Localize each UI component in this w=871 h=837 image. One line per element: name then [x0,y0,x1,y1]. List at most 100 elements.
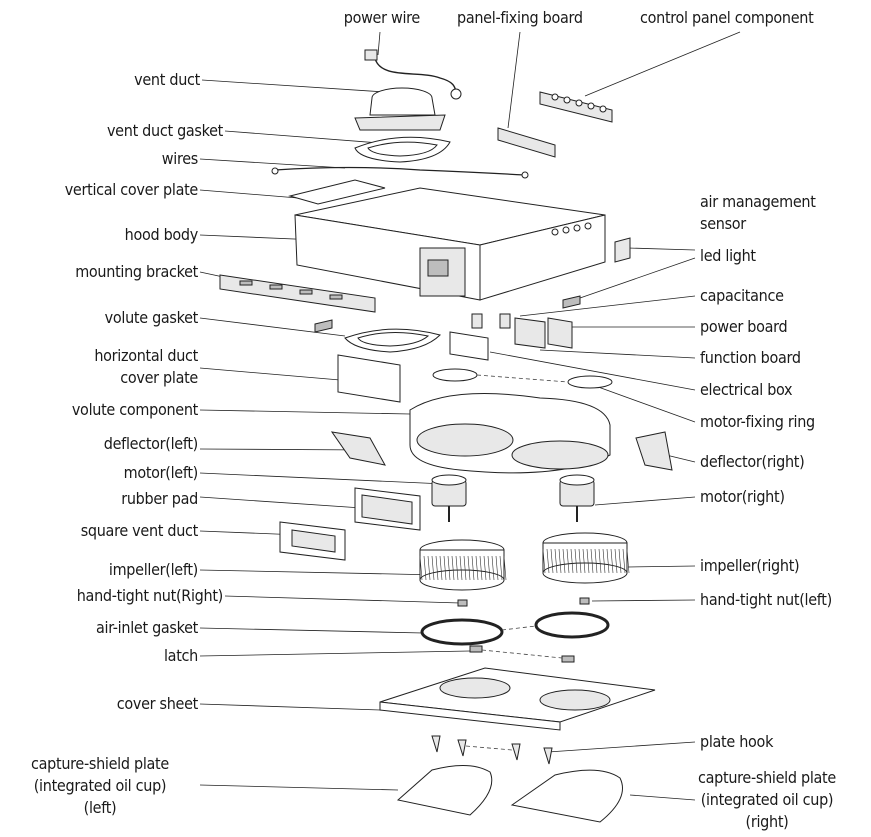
impeller-fin [455,555,459,581]
label-motor-right: motor(right) [700,487,785,506]
label-impeller-right: impeller(right) [700,556,800,575]
impeller-fin [471,555,475,581]
label-power-wire: power wire [343,8,421,27]
impeller-fin [479,555,483,581]
label-capacitance: capacitance [700,286,784,305]
label-capture-shield-left-line1: capture-shield plate [31,754,169,773]
label-vertical-cover-plate: vertical cover plate [64,180,199,199]
impeller-fin [467,555,471,581]
label-power-board: power board [700,317,788,336]
motor-left-drawing [431,474,467,522]
impeller-fin [598,548,602,574]
leader-lines [199,31,741,801]
label-hand-tight-nut-left: hand-tight nut(left) [700,590,832,609]
impeller-fin [546,548,550,574]
label-electrical-box: electrical box [700,380,793,399]
impeller-fin [503,555,507,581]
impeller-left-drawing [419,539,507,591]
impeller-fin [590,548,594,574]
capture-shield-left-drawing [396,765,493,816]
vent-duct-drawing [354,87,446,131]
mounting-bracket-drawing [219,274,376,313]
label-wires: wires [161,149,199,168]
impeller-fin [614,548,618,574]
capture-shield-right-drawing [510,769,623,823]
label-impeller-left: impeller(left) [108,560,198,579]
label-horizontal-duct-line1: horizontal duct [94,346,198,365]
impeller-fin [475,555,479,581]
led-light-drawing [314,295,581,333]
label-deflector-right: deflector(right) [700,452,805,471]
label-volute-component: volute component [71,400,198,419]
motor-fixing-ring-drawing [432,368,613,389]
wires-drawing [271,166,529,179]
impeller-right-drawing [542,532,630,584]
impeller-fin [586,548,590,574]
label-horizontal-duct-line2: cover plate [120,368,198,387]
label-volute-gasket: volute gasket [104,308,199,327]
impeller-fin [562,548,566,574]
label-vent-duct: vent duct [134,70,200,89]
air-inlet-gasket-drawing [420,611,610,646]
label-capture-shield-left-line2: (integrated oil cup) [33,776,167,795]
label-square-vent-duct: square vent duct [80,521,199,540]
impeller-fin [618,548,622,574]
impeller-fin [570,548,574,574]
deflector-left-drawing [330,431,386,466]
cover-sheet-drawing [379,667,656,731]
impeller-fin [622,548,626,574]
impeller-fin [499,555,503,581]
impeller-fin [542,548,546,574]
impeller-fin [606,548,610,574]
impeller-fin [459,555,463,581]
vertical-cover-plate-drawing [288,179,386,205]
volute-component-drawing [409,393,611,474]
volute-gasket-drawing [344,328,441,353]
label-function-board: function board [700,348,801,367]
impeller-fin [427,555,431,581]
impeller-fin [491,555,495,581]
impeller-fin [495,555,499,581]
impeller-fin [558,548,562,574]
impeller-fin [610,548,614,574]
label-control-panel-component: control panel component [640,8,814,27]
electrical-components-drawing [449,313,573,361]
label-panel-fixing-board: panel-fixing board [457,8,583,27]
label-capture-shield-right-line1: capture-shield plate [698,768,836,787]
plate-hook-drawing [431,735,553,765]
label-air-inlet-gasket: air-inlet gasket [95,618,198,637]
label-motor-left: motor(left) [123,463,199,482]
label-deflector-left: deflector(left) [103,434,199,453]
impeller-fin [574,548,578,574]
impeller-fin [582,548,586,574]
impeller-fin [594,548,598,574]
impeller-fin [451,555,455,581]
label-rubber-pad: rubber pad [121,489,198,508]
label-hand-tight-nut-right: hand-tight nut(Right) [76,586,224,605]
impeller-fin [626,548,630,574]
label-led-light: led light [700,246,756,265]
impeller-fin [463,555,467,581]
label-latch: latch [163,646,198,665]
label-cover-sheet: cover sheet [116,694,199,713]
label-hood-body: hood body [124,225,199,244]
air-management-sensor-drawing [614,237,631,263]
impeller-fin [423,555,427,581]
impeller-fin [550,548,554,574]
control-panel-drawing [539,91,613,123]
label-air-management-line2: sensor [700,214,746,233]
impeller-fin [483,555,487,581]
power-wire-drawing [364,49,462,100]
vent-duct-gasket-drawing [354,136,451,163]
label-capture-shield-right-line2: (integrated oil cup) [700,790,834,809]
impeller-fin [431,555,435,581]
panel-fixing-board-drawing [497,127,556,158]
label-mounting-bracket: mounting bracket [75,262,198,281]
horizontal-duct-cover-plate-drawing [337,354,401,403]
latch-drawing [469,645,575,663]
impeller-fin [566,548,570,574]
impeller-fin [487,555,491,581]
label-vent-duct-gasket: vent duct gasket [106,121,223,140]
motor-right-drawing [559,474,595,522]
